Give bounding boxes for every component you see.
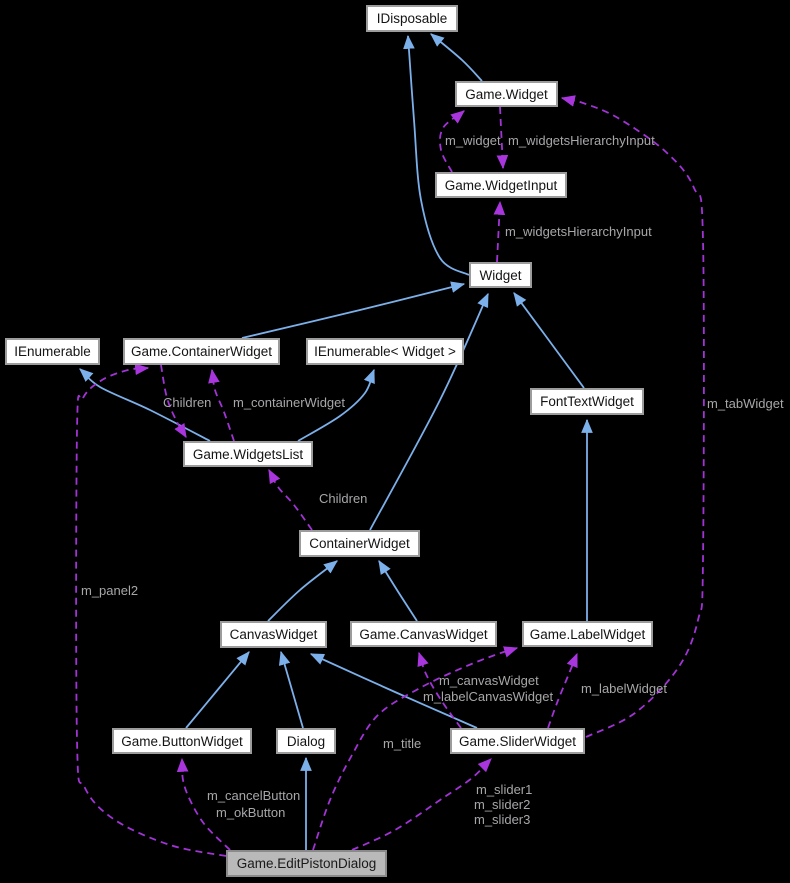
edge-game-canvaswidget-to-containerwidget	[378, 560, 418, 622]
node-dialog[interactable]: Dialog	[276, 728, 336, 754]
edge-game-widgetinput-to-game-widget	[439, 110, 465, 173]
edge-game-editpistondialog-to-game-buttonwidget	[176, 757, 231, 851]
node-game-sliderwidget[interactable]: Game.SliderWidget	[450, 728, 585, 754]
node-game-canvaswidget[interactable]: Game.CanvasWidget	[350, 621, 497, 647]
edge-game-widgetslist-to-ienumerable-widget	[297, 368, 375, 442]
edge-game-widgetslist-to-ienumerable	[79, 368, 211, 442]
edge-game-widget-to-game-widgetinput	[496, 106, 509, 170]
node-game-widget[interactable]: Game.Widget	[455, 81, 558, 107]
node-idisposable[interactable]: IDisposable	[366, 5, 458, 32]
node-fonttextwidget[interactable]: FontTextWidget	[530, 388, 644, 415]
edge-containerwidget-to-game-widgetslist	[268, 468, 313, 531]
edge-game-editpistondialog-to-game-labelwidget	[312, 646, 519, 851]
node-widget[interactable]: Widget	[469, 262, 532, 288]
node-game-editpistondialog: Game.EditPistonDialog	[226, 850, 387, 877]
edge-canvaswidget-to-containerwidget	[267, 560, 338, 622]
node-canvaswidget[interactable]: CanvasWidget	[220, 621, 327, 648]
edge-fonttextwidget-to-widget	[513, 292, 585, 389]
edge-game-sliderwidget-to-game-widget	[560, 95, 705, 738]
node-game-buttonwidget[interactable]: Game.ButtonWidget	[112, 728, 252, 754]
edge-game-sliderwidget-to-canvaswidget	[309, 653, 478, 729]
node-game-widgetslist[interactable]: Game.WidgetsList	[183, 441, 313, 467]
edge-game-containerwidget-to-widget	[241, 281, 466, 339]
edges-group	[75, 33, 705, 857]
node-game-widgetinput[interactable]: Game.WidgetInput	[435, 172, 567, 198]
edge-game-sliderwidget-to-game-canvaswidget	[417, 651, 462, 729]
node-ienumerable[interactable]: IEnumerable	[5, 338, 100, 365]
node-game-containerwidget[interactable]: Game.ContainerWidget	[123, 338, 280, 365]
edge-widget-to-idisposable	[403, 34, 470, 276]
node-game-labelwidget[interactable]: Game.LabelWidget	[522, 621, 653, 647]
edge-game-containerwidget-to-game-widgetslist	[160, 364, 187, 439]
edge-game-editpistondialog-to-game-sliderwidget	[351, 758, 492, 851]
node-containerwidget[interactable]: ContainerWidget	[299, 530, 420, 557]
edge-game-buttonwidget-to-canvaswidget	[185, 651, 250, 729]
edge-widget-to-game-widgetinput	[493, 200, 506, 263]
edge-containerwidget-to-widget	[369, 292, 489, 531]
edge-game-widgetslist-to-game-containerwidget	[208, 368, 235, 442]
edge-game-widget-to-idisposable	[430, 33, 483, 82]
edge-dialog-to-canvaswidget	[278, 650, 304, 729]
edge-game-sliderwidget-to-game-labelwidget	[547, 652, 578, 729]
node-ienumerable-widget[interactable]: IEnumerable< Widget >	[306, 338, 464, 365]
